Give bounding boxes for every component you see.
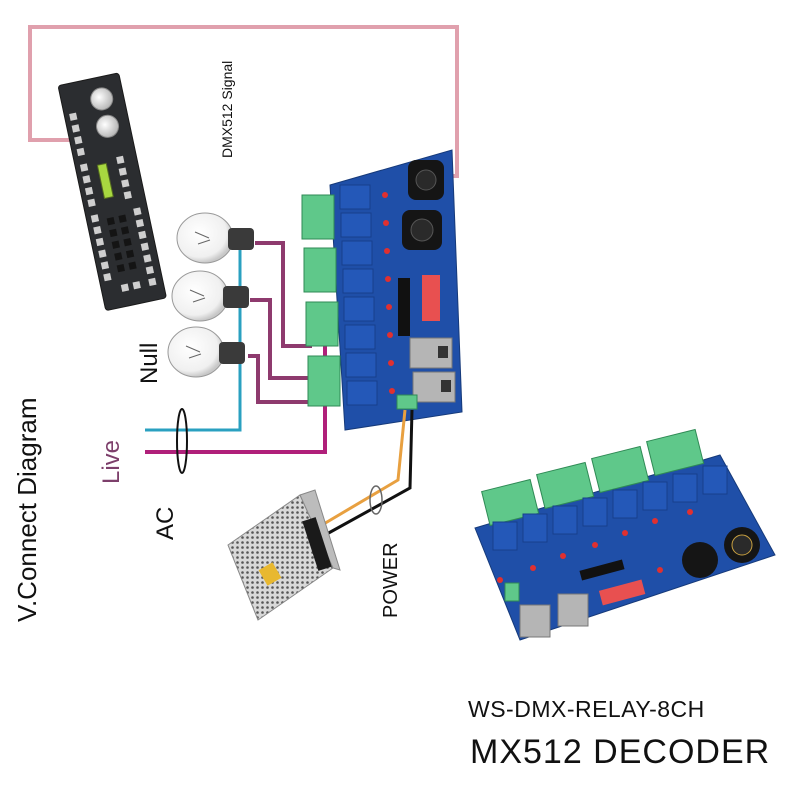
relay (345, 352, 377, 378)
relay (492, 521, 518, 551)
ac-cable-marker (176, 408, 188, 474)
relay (342, 268, 374, 294)
terminal-block (301, 194, 335, 240)
model-title: WS-DMX-RELAY-8CH (468, 696, 705, 722)
lcd-display-icon (96, 162, 114, 200)
connect-diagram-label: V.Connect Diagram (12, 397, 42, 623)
terminal-block (591, 445, 650, 494)
xlr-female-connector (682, 542, 718, 578)
load-wire-1 (255, 241, 312, 348)
dmx-console (58, 72, 167, 311)
terminal-block (307, 355, 341, 407)
xlr-socket-icon (96, 114, 120, 138)
relay (344, 324, 376, 350)
terminal-block (303, 247, 337, 293)
dip-switch (598, 579, 646, 606)
microcontroller-chip (398, 278, 410, 336)
relay (702, 465, 728, 495)
relay (340, 212, 372, 238)
product-title: MX512 DECODER (470, 733, 771, 771)
relay (339, 184, 371, 210)
live-label: Live (98, 439, 125, 484)
rj45-port (519, 604, 551, 638)
relay (582, 497, 608, 527)
bulb-1 (176, 212, 254, 264)
dip-switch (422, 275, 440, 321)
relay (341, 240, 373, 266)
power-terminal (504, 582, 520, 602)
power-positive-wire (321, 409, 407, 527)
power-negative-wire (324, 409, 414, 537)
dmx-signal-label: DMX512 Signal (219, 60, 235, 158)
relay (642, 481, 668, 511)
rj45-port (557, 593, 589, 627)
xlr-socket-icon (90, 87, 114, 111)
terminal-block (536, 461, 595, 510)
relay-board-product (474, 428, 776, 641)
microcontroller-chip (579, 559, 625, 581)
relay (522, 513, 548, 543)
null-label: Null (136, 342, 163, 384)
bulb-3 (167, 326, 245, 378)
load-wire-2 (250, 298, 312, 380)
terminal-block (305, 301, 339, 347)
power-cable-marker (369, 485, 383, 515)
relay (612, 489, 638, 519)
relay (672, 473, 698, 503)
terminal-block (646, 428, 705, 477)
dmx-signal-wire (28, 25, 459, 178)
relay (343, 296, 375, 322)
load-wire-3 (248, 354, 312, 404)
relay (346, 380, 378, 406)
ac-label: AC (152, 506, 179, 540)
power-supply (227, 489, 341, 621)
power-label: POWER (380, 542, 402, 618)
bulb-2 (171, 270, 249, 322)
power-terminal (396, 394, 418, 410)
relay-board-wired (301, 149, 463, 431)
relay (552, 505, 578, 535)
